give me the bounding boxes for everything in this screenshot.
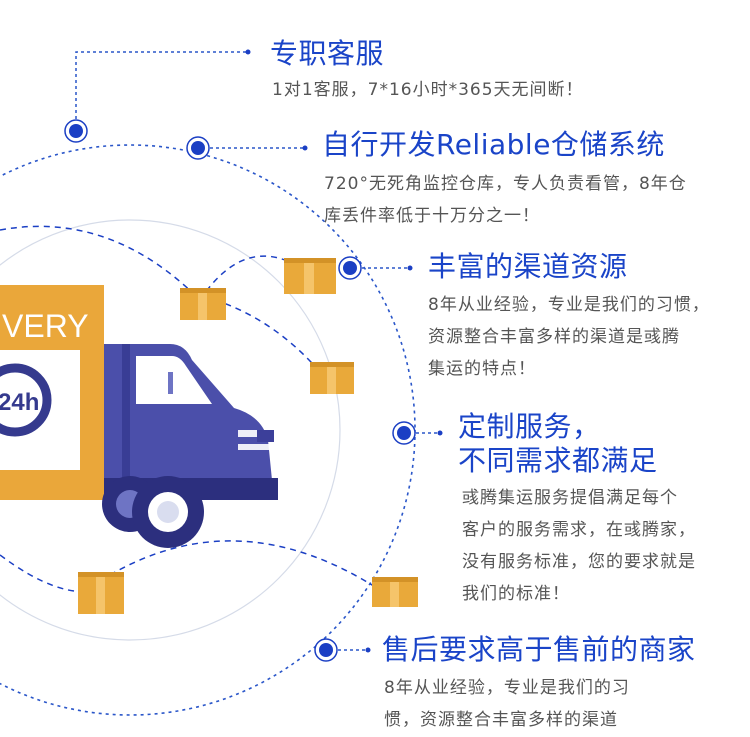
desc-line: 8年从业经验，专业是我们的习 (384, 678, 630, 698)
truck-sign-text: VERY (2, 308, 89, 344)
feature-title-channel-resources: 丰富的渠道资源 (428, 250, 628, 283)
route-path (109, 540, 381, 591)
connector-line-1 (75, 51, 248, 131)
node-marker-4 (392, 421, 416, 445)
cargo-box-icon (284, 258, 336, 294)
feature-desc-custom-service: 彧腾集运服务提倡满足每个 客户的服务需求，在彧腾家， 没有服务标准，您的要求就是… (462, 482, 696, 610)
badge-24h-text: 24h (0, 389, 39, 416)
cargo-box-icon (78, 572, 124, 614)
desc-line: 库丢件率低于十万分之一！ (324, 206, 540, 226)
desc-line: 客户的服务需求，在彧腾家， (462, 520, 696, 540)
desc-line: 资源整合丰富多样的渠道是彧腾 (428, 327, 680, 347)
node-marker-2 (186, 136, 210, 160)
feature-title-after-sales: 售后要求高于售前的商家 (382, 633, 696, 666)
feature-desc-after-sales: 8年从业经验，专业是我们的习 惯，资源整合丰富多样的渠道 (384, 672, 630, 736)
endpoint-dot (407, 265, 413, 271)
endpoint-dot (302, 145, 308, 151)
feature-title-custom-service: 定制服务， 不同需求都满足 (458, 410, 658, 478)
desc-line: 1对1客服，7*16小时*365天无间断！ (272, 80, 584, 100)
title-line: 不同需求都满足 (458, 444, 658, 477)
feature-desc-warehouse-system: 720°无死角监控仓库，专人负责看管，8年仓 库丢件率低于十万分之一！ (324, 168, 687, 232)
cargo-box-icon (372, 577, 418, 607)
node-marker-3 (338, 256, 362, 280)
feature-desc-customer-service: 1对1客服，7*16小时*365天无间断！ (272, 74, 584, 106)
endpoint-dot (245, 49, 251, 55)
cargo-box-icon (310, 362, 354, 394)
feature-desc-channel-resources: 8年从业经验，专业是我们的习惯， 资源整合丰富多样的渠道是彧腾 集运的特点！ (428, 289, 710, 385)
desc-line: 8年从业经验，专业是我们的习惯， (428, 295, 710, 315)
truck-window (136, 356, 212, 404)
endpoint-dot (365, 647, 371, 653)
inner-circle (0, 219, 341, 641)
desc-line: 彧腾集运服务提倡满足每个 (462, 488, 678, 508)
title-line: 定制服务， (458, 410, 601, 443)
node-marker-5 (314, 638, 338, 662)
delivery-truck-icon: VERY 24h (0, 285, 278, 548)
desc-line: 720°无死角监控仓库，专人负责看管，8年仓 (324, 174, 687, 194)
feature-title-warehouse-system: 自行开发Reliable仓储系统 (322, 128, 665, 161)
route-path (0, 225, 201, 301)
endpoint-dot (437, 430, 443, 436)
badge-24h (0, 363, 52, 437)
desc-line: 集运的特点！ (428, 359, 536, 379)
desc-line: 没有服务标准，您的要求就是 (462, 552, 696, 572)
route-path (214, 299, 321, 373)
cargo-box-icon (180, 288, 226, 320)
feature-title-customer-service: 专职客服 (270, 37, 385, 70)
desc-line: 我们的标准！ (462, 584, 570, 604)
node-marker-1 (64, 119, 88, 143)
desc-line: 惯，资源整合丰富多样的渠道 (384, 710, 618, 730)
